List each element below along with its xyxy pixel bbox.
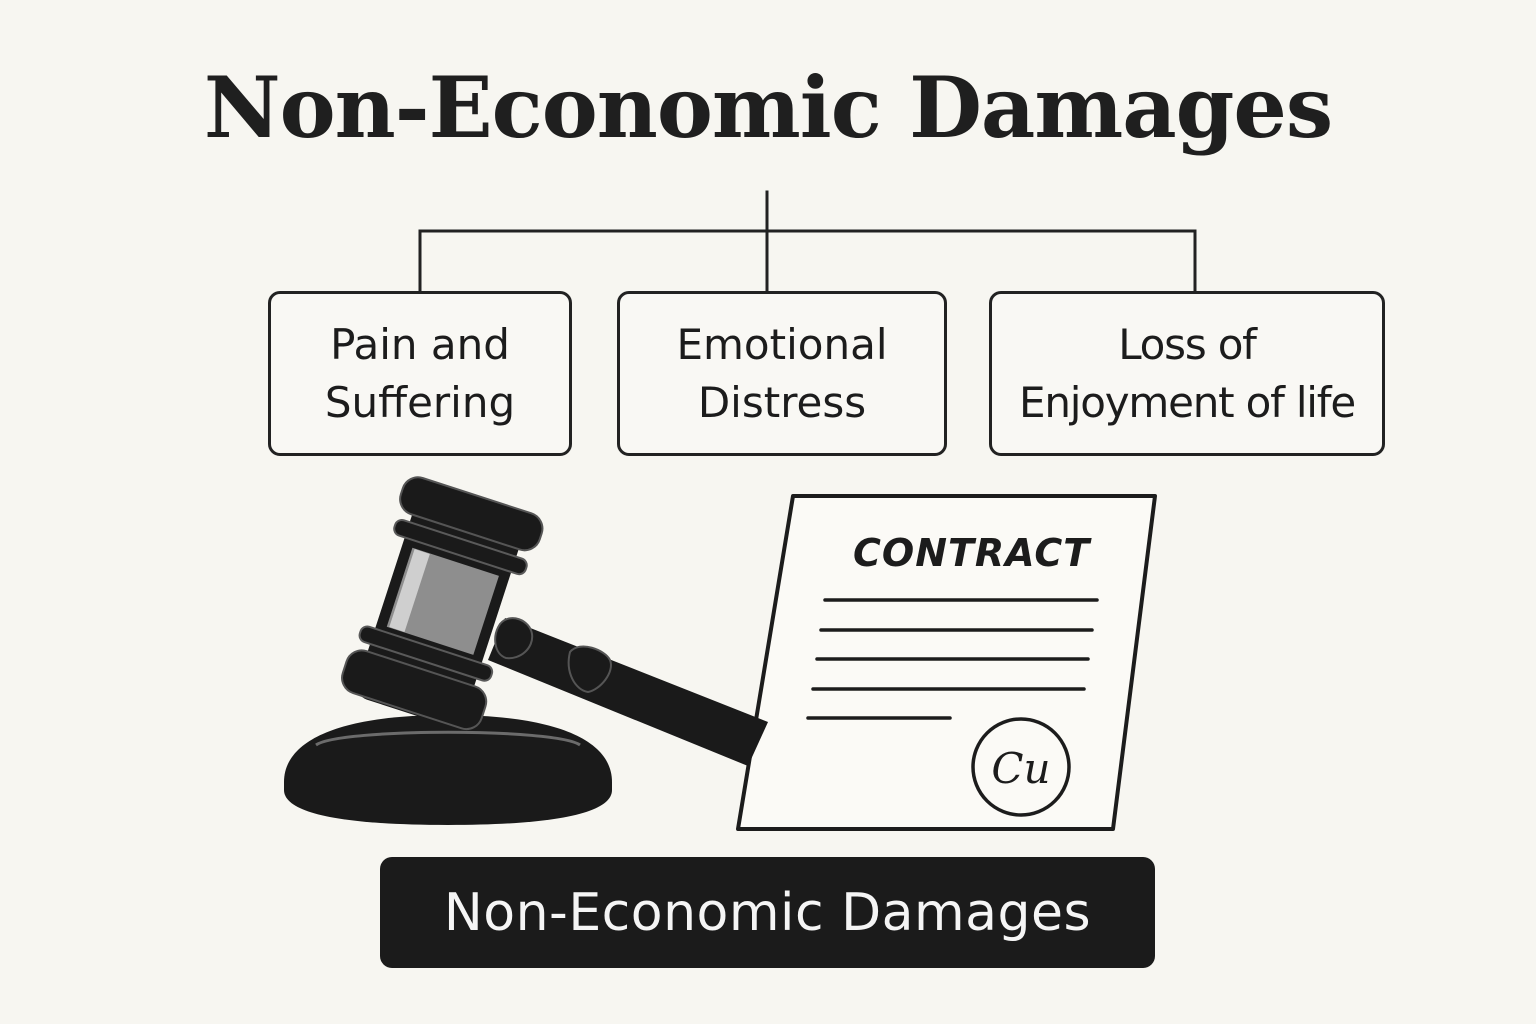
contract-heading: CONTRACT bbox=[853, 531, 1092, 575]
sound-block-icon bbox=[284, 715, 612, 825]
category-box-pain-and-suffering: Pain and Suffering bbox=[268, 291, 572, 456]
hierarchy-connectors bbox=[418, 190, 1197, 293]
category-label: Emotional Distress bbox=[676, 319, 888, 427]
banner-text: Non-Economic Damages bbox=[443, 882, 1092, 943]
banner-label: Non-Economic Damages bbox=[380, 857, 1155, 968]
category-label: Loss of Enjoyment of life bbox=[1019, 319, 1356, 427]
signature-text: Cu bbox=[991, 744, 1050, 793]
category-box-loss-of-enjoyment: Loss of Enjoyment of life bbox=[989, 291, 1385, 456]
category-label: Pain and Suffering bbox=[324, 319, 516, 427]
signature-seal-icon: Cu bbox=[971, 717, 1071, 817]
contract-document-icon: CONTRACT Cu bbox=[736, 494, 1157, 831]
gavel-icon bbox=[341, 476, 768, 766]
page-title: Non-Economic Damages bbox=[203, 58, 1333, 157]
category-box-emotional-distress: Emotional Distress bbox=[617, 291, 947, 456]
